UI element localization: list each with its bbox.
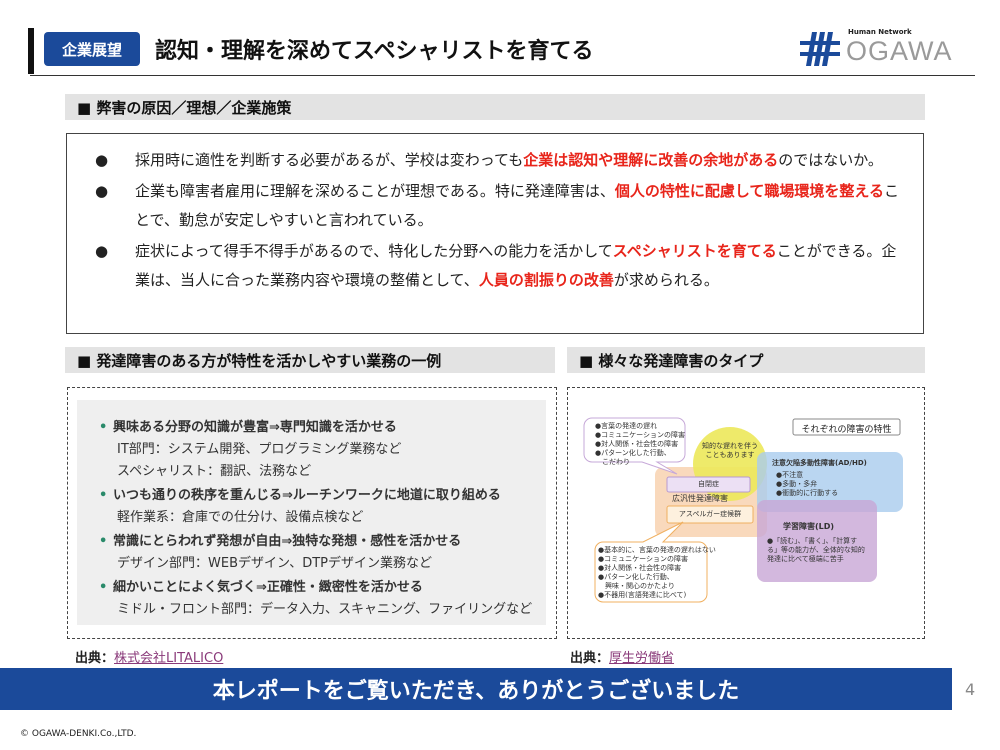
asperger-box — [666, 505, 754, 524]
job-example: IT部門：システム開発、プログラミング業務など — [117, 442, 402, 457]
callout-bottom — [594, 521, 708, 603]
source-label: 出典： — [75, 651, 115, 666]
adhd-items: ●不注意●多動・多弁●衝動的に行動する — [776, 471, 838, 498]
pdd-label: 広汎性発達障害 — [672, 494, 728, 503]
category-badge: 企業展望 — [44, 32, 140, 66]
diagram-line: 興味・関心のかたより — [598, 582, 675, 590]
diagram-line: ●言葉の発達の遅れ — [595, 422, 658, 430]
bullet-icon: • — [99, 488, 108, 503]
autism-label: 自閉症 — [698, 480, 719, 488]
section-heading-jobs: ■ 発達障害のある方が特性を活かしやすい業務の一例 — [65, 347, 555, 373]
point-text: ことで、勤怠が安定しやすいと言われている。 — [135, 182, 899, 229]
autism-box — [666, 476, 751, 493]
asperger-label: アスペルガー症候群 — [678, 510, 742, 518]
source-mhlw: 出典：厚生労働省 — [570, 647, 674, 666]
highlight-text: 企業は認知や理解に改善の余地がある — [523, 151, 779, 169]
section-heading-types: ■ 様々な発達障害のタイプ — [567, 347, 925, 373]
jobs-list: • 興味ある分野の知識が豊富⇒専門知識を活かせる IT部門：システム開発、プログラミ… — [77, 400, 546, 625]
header-divider — [30, 75, 975, 76]
diagram-line: こだわり — [595, 458, 630, 466]
legend-box — [792, 418, 901, 436]
cause-point: ● 企業も障害者雇用に理解を深めることが理想である。特に発達障害は、個人の特性に配… — [95, 177, 903, 235]
bullet-icon: ● — [95, 242, 109, 260]
job-trait: • 興味ある分野の知識が豊富⇒専門知識を活かせる — [99, 416, 546, 439]
diagram-line: ●衝動的に行動する — [776, 489, 839, 497]
diagram-line: ●コミュニケーションの障害 — [598, 555, 688, 563]
title-accent-bar — [28, 28, 34, 74]
bullet-icon: • — [99, 420, 108, 435]
bullet-icon: • — [99, 534, 108, 549]
ld-region — [757, 500, 877, 582]
ld-title: 学習障害(LD) — [783, 522, 835, 531]
callout-top — [583, 417, 686, 475]
point-text: 採用時に適性を判断する必要があるが、学校は変わっても — [135, 151, 524, 169]
bullet-icon: ● — [95, 151, 109, 169]
closing-banner: 本レポートをご覧いただき、ありがとうございました — [0, 668, 952, 710]
bullet-icon: ● — [95, 182, 109, 200]
callout-bottom-text: ●基本的に、言葉の発達の遅れはない●コミュニケーションの障害●対人関係・社会性の… — [598, 546, 716, 600]
jobs-panel — [67, 387, 557, 639]
yellow-circle-text: 知的な遅れを伴うこともあります — [702, 442, 758, 459]
trait-title: 細かいことによく気づく⇒正確性・緻密性を活かせる — [113, 580, 423, 595]
source-link-mhlw[interactable]: 厚生労働省 — [609, 651, 675, 666]
copyright: © OGAWA-DENKI.Co.,LTD. — [20, 729, 137, 739]
trait-title: 興味ある分野の知識が豊富⇒専門知識を活かせる — [113, 420, 397, 435]
logo-mark-icon — [800, 32, 840, 66]
ogawa-logo: Human Network OGAWA — [800, 28, 975, 66]
job-example: スペシャリスト：翻訳、法務など — [117, 464, 312, 479]
diagram-line: ●コミュニケーションの障害 — [595, 431, 685, 439]
point-text: 症状によって得手不得手があるので、特化した分野への能力を活かして — [135, 242, 613, 260]
causes-box: ● 採用時に適性を判断する必要があるが、学校は変わっても企業は認知や理解に改善の余… — [66, 133, 924, 334]
logo-tagline: Human Network — [848, 28, 912, 36]
diagram-line: ●対人関係・社会性の障害 — [598, 564, 682, 572]
job-example: ミドル・フロント部門：データ入力、スキャニング、ファイリングなど — [117, 602, 533, 617]
page-title: 認知・理解を深めてスペシャリストを育てる — [155, 39, 594, 64]
adhd-title: 注意欠陥多動性障害(AD/HD) — [772, 459, 867, 467]
cause-point: ● 採用時に適性を判断する必要があるが、学校は変わっても企業は認知や理解に改善の余… — [95, 146, 903, 175]
highlight-text: 人員の割振りの改善 — [478, 271, 614, 289]
logo-text: OGAWA — [846, 36, 953, 66]
point-text: ことができる。企業は、当人に合った業務内容や環境の整備として、 — [135, 242, 897, 289]
trait-title: いつも通りの秩序を重んじる⇒ルーチンワークに地道に取り組める — [113, 488, 501, 503]
section-heading-causes: ■ 弊害の原因／理想／企業施策 — [65, 94, 925, 120]
diagram-line: ●基本的に、言葉の発達の遅れはない — [598, 546, 716, 554]
diagram-line: ●不器用(言語発達に比べて) — [598, 591, 687, 599]
job-trait: • 細かいことによく気づく⇒正確性・緻密性を活かせる — [99, 576, 546, 599]
disorder-types-diagram — [583, 417, 903, 603]
source-litalico: 出典：株式会社LITALICO — [75, 647, 223, 666]
source-link-litalico[interactable]: 株式会社LITALICO — [114, 651, 224, 666]
page-number: 4 — [965, 680, 976, 699]
diagram-line: ●対人関係・社会性の障害 — [595, 440, 679, 448]
job-example: 軽作業系：倉庫での仕分け、設備点検など — [117, 510, 364, 525]
callout-top-text: ●言葉の発達の遅れ●コミュニケーションの障害●対人関係・社会性の障害●パターン化… — [595, 422, 685, 467]
point-text: 企業も障害者雇用に理解を深めることが理想である。特に発達障害は、 — [135, 182, 615, 200]
job-example: デザイン部門：WEBデザイン、DTPデザイン業務など — [117, 556, 432, 571]
highlight-text: 個人の特性に配慮して職場環境を整える — [614, 182, 884, 200]
cause-point: ● 症状によって得手不得手があるので、特化した分野への能力を活かしてスペシャリスト… — [95, 237, 903, 295]
diagram-line: ●パターン化した行動、 — [595, 449, 671, 457]
adhd-region — [757, 452, 903, 512]
job-trait: • いつも通りの秩序を重んじる⇒ルーチンワークに地道に取り組める — [99, 484, 546, 507]
highlight-text: スペシャリストを育てる — [612, 242, 777, 260]
ld-text: ●「読む」、「書く」、「計算する」等の能力が、全体的な知的発達に比べて極端に苦手 — [767, 537, 865, 563]
trait-title: 常識にとらわれず発想が自由⇒独特な発想・感性を活かせる — [113, 534, 462, 549]
types-panel — [567, 387, 925, 639]
point-text: のではないか。 — [778, 151, 883, 169]
job-trait: • 常識にとらわれず発想が自由⇒独特な発想・感性を活かせる — [99, 530, 546, 553]
diagram-line: ●不注意 — [776, 471, 804, 479]
bullet-icon: • — [99, 580, 108, 595]
source-label: 出典： — [570, 651, 610, 666]
diagram-line: ●パターン化した行動、 — [598, 573, 674, 581]
diagram-line: ●多動・多弁 — [776, 480, 818, 488]
legend-text: それぞれの障害の特性 — [801, 425, 892, 435]
point-text: が求められる。 — [613, 271, 719, 289]
